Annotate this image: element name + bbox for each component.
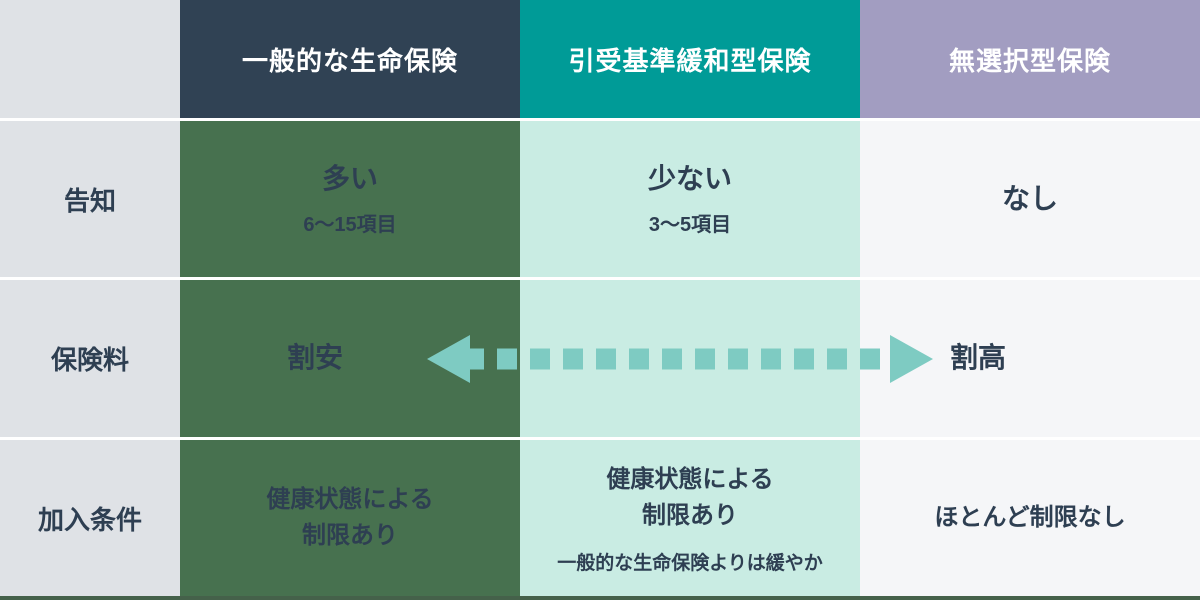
cell-sub-text: 3〜5項目 [648, 213, 732, 236]
cell-sub-text: 6〜15項目 [303, 213, 397, 236]
cell-eligibility-general: 健康状態による 制限あり [180, 440, 520, 596]
cell-premium-no-selection: 割高 [860, 280, 1200, 437]
cell-main-text: 少ない [647, 163, 732, 195]
cell-main-text: 健康状態による 制限あり [606, 465, 774, 529]
row-label-eligibility: 加入条件 [0, 440, 180, 596]
cell-main-text: 割安 [286, 342, 343, 374]
cell-note-text: 一般的な生命保険よりは緩やか [557, 552, 823, 574]
cell-premium-general: 割安 [180, 280, 520, 437]
cell-main-text: 多い [321, 163, 378, 195]
row-label-premium: 保険料 [0, 280, 180, 437]
row-label-disclosure: 告知 [0, 121, 180, 277]
column-header-no-selection-insurance: 無選択型保険 [860, 0, 1200, 118]
cell-main-text: 割高 [949, 342, 1006, 374]
column-header-relaxed-underwriting-insurance: 引受基準緩和型保険 [520, 0, 860, 118]
cell-main-text: ほとんど制限なし [934, 504, 1126, 531]
corner-cell [0, 0, 180, 118]
bottom-accent-bar [0, 596, 1200, 600]
cell-eligibility-relaxed: 健康状態による 制限あり 一般的な生命保険よりは緩やか [520, 440, 860, 596]
cell-disclosure-general: 多い 6〜15項目 [180, 121, 520, 277]
cell-disclosure-relaxed: 少ない 3〜5項目 [520, 121, 860, 277]
cell-eligibility-no-selection: ほとんど制限なし [860, 440, 1200, 596]
column-header-general-life-insurance: 一般的な生命保険 [180, 0, 520, 118]
cell-main-text: 健康状態による 制限あり [266, 486, 434, 549]
cell-main-text: なし [1001, 182, 1058, 214]
cell-disclosure-no-selection: なし [860, 121, 1200, 277]
cell-premium-relaxed [520, 280, 860, 437]
